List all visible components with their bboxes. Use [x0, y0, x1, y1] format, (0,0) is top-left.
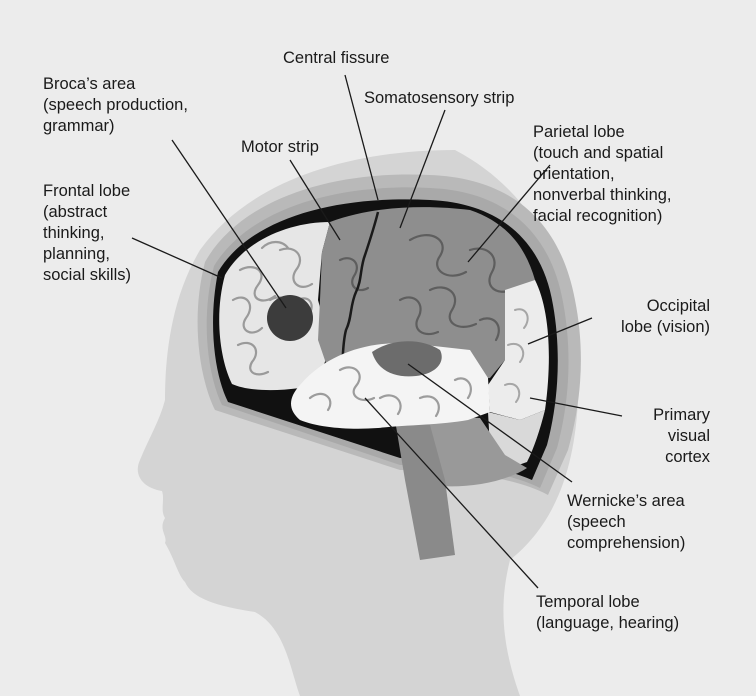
label-line: (speech: [567, 512, 685, 533]
label-somatosensory-strip: Somatosensory strip: [364, 88, 514, 109]
label-line: Temporal lobe: [536, 592, 679, 613]
label-parietal-lobe: Parietal lobe (touch and spatial orienta…: [533, 122, 672, 227]
label-line: orientation,: [533, 164, 672, 185]
label-line: (touch and spatial: [533, 143, 672, 164]
label-line: (speech production,: [43, 95, 188, 116]
label-occipital-lobe: Occipital lobe (vision): [592, 296, 710, 338]
label-line: Central fissure: [283, 48, 389, 69]
label-frontal-lobe: Frontal lobe (abstract thinking, plannin…: [43, 181, 131, 286]
label-line: Motor strip: [241, 137, 319, 158]
label-line: Frontal lobe: [43, 181, 131, 202]
label-line: visual: [610, 426, 710, 447]
label-line: Wernicke’s area: [567, 491, 685, 512]
label-line: Somatosensory strip: [364, 88, 514, 109]
label-line: planning,: [43, 244, 131, 265]
label-line: Occipital: [592, 296, 710, 317]
label-line: facial recognition): [533, 206, 672, 227]
label-line: lobe (vision): [592, 317, 710, 338]
label-central-fissure: Central fissure: [283, 48, 389, 69]
label-motor-strip: Motor strip: [241, 137, 319, 158]
label-brocas-area: Broca’s area (speech production, grammar…: [43, 74, 188, 137]
label-line: comprehension): [567, 533, 685, 554]
label-line: (language, hearing): [536, 613, 679, 634]
label-wernickes-area: Wernicke’s area (speech comprehension): [567, 491, 685, 554]
label-line: cortex: [610, 447, 710, 468]
label-line: Primary: [610, 405, 710, 426]
label-line: nonverbal thinking,: [533, 185, 672, 206]
label-line: grammar): [43, 116, 188, 137]
label-temporal-lobe: Temporal lobe (language, hearing): [536, 592, 679, 634]
brocas-area-region: [267, 295, 313, 341]
label-line: social skills): [43, 265, 131, 286]
label-line: Broca’s area: [43, 74, 188, 95]
label-primary-visual-cortex: Primary visual cortex: [610, 405, 710, 468]
label-line: thinking,: [43, 223, 131, 244]
label-line: (abstract: [43, 202, 131, 223]
label-line: Parietal lobe: [533, 122, 672, 143]
